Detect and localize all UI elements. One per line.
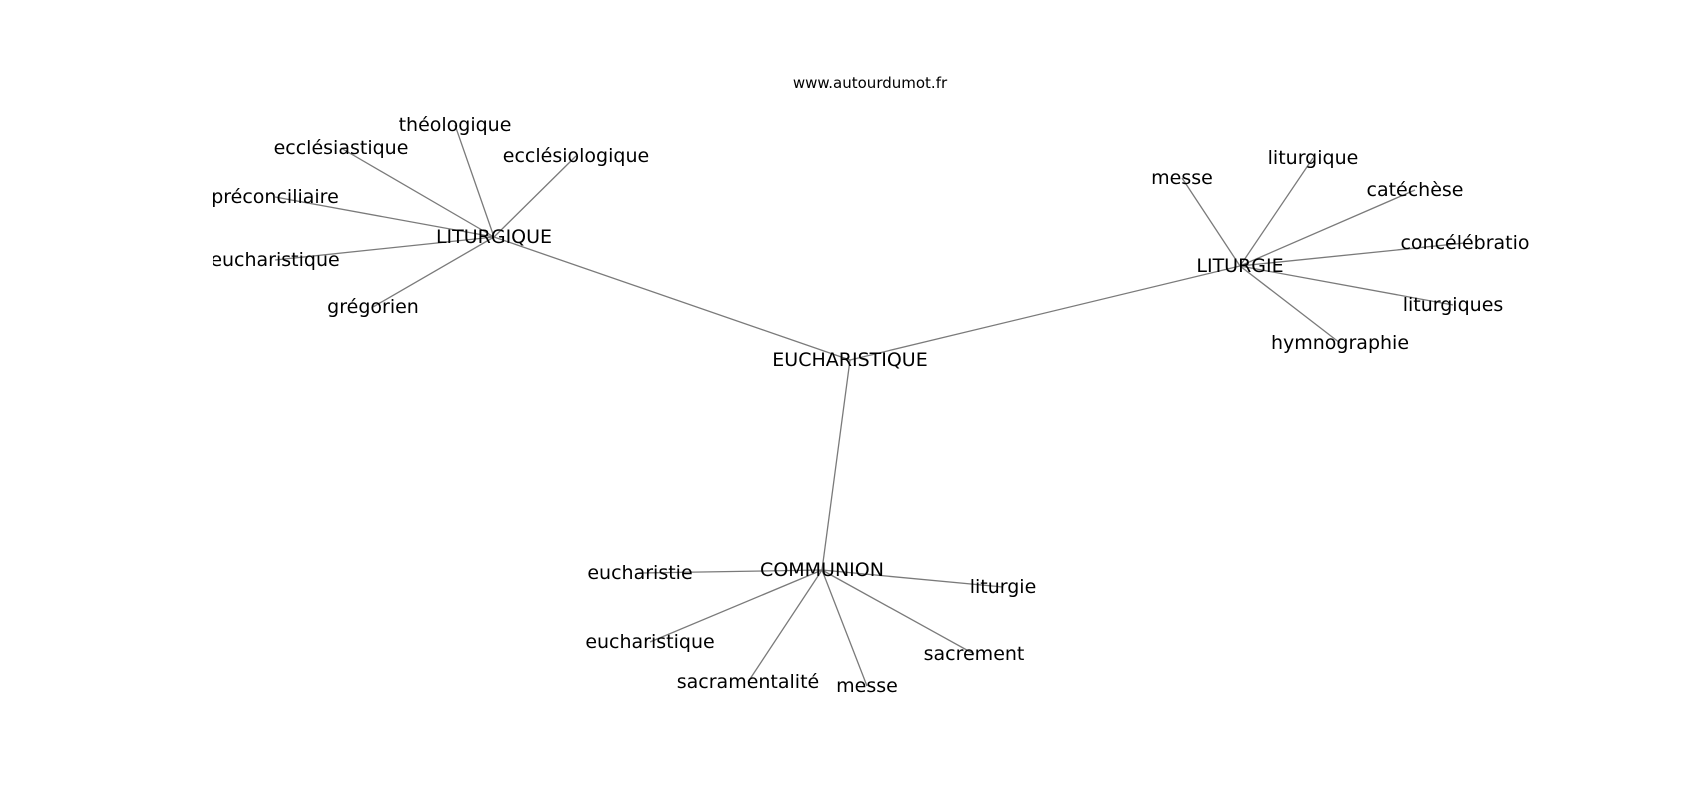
edge-root-to-communion bbox=[821, 359, 851, 571]
node-leaf-communion-sacramentalite: sacramentalité bbox=[677, 671, 819, 693]
node-leaf-communion-eucharistie: eucharistie bbox=[587, 562, 692, 584]
node-leaf-communion-sacrement: sacrement bbox=[924, 643, 1025, 665]
edge-communion-to-eucharistique bbox=[649, 569, 823, 643]
node-leaf-liturgie-liturgiques: liturgiques bbox=[1403, 294, 1504, 316]
node-leaf-liturgie-hymnographie: hymnographie bbox=[1271, 332, 1409, 354]
edge-liturgique-to-ecclesiastique bbox=[340, 147, 495, 238]
node-leaf-liturgie-liturgique: liturgique bbox=[1268, 147, 1359, 169]
edge-liturgie-to-catechese bbox=[1239, 189, 1416, 267]
edge-liturgique-to-preconciliaire bbox=[274, 196, 495, 238]
edges-layer bbox=[274, 124, 1466, 687]
node-hub-liturgique: LITURGIQUE bbox=[436, 226, 552, 248]
node-leaf-communion-eucharistique: eucharistique bbox=[585, 631, 714, 653]
node-leaf-liturgie-concelebratio: concélébratio bbox=[1400, 232, 1529, 254]
edge-liturgique-to-ecclesiologique bbox=[493, 155, 577, 238]
node-leaf-liturgique-ecclesiastique: ecclésiastique bbox=[274, 137, 409, 159]
edge-communion-to-eucharistie bbox=[639, 569, 823, 574]
edge-communion-to-sacrement bbox=[821, 569, 975, 655]
edge-liturgie-to-hymnographie bbox=[1239, 265, 1341, 344]
node-leaf-liturgique-ecclesiologique: ecclésiologique bbox=[503, 145, 649, 167]
edge-communion-to-messe bbox=[821, 569, 868, 687]
edge-liturgique-to-eucharistique bbox=[274, 236, 495, 261]
labels-layer: EUCHARISTIQUELITURGIQUEthéologiqueecclés… bbox=[210, 114, 1530, 697]
node-root-eucharistique: EUCHARISTIQUE bbox=[772, 349, 927, 371]
node-leaf-communion-liturgie: liturgie bbox=[970, 576, 1037, 598]
edge-liturgique-to-gregorien bbox=[372, 236, 495, 308]
edge-communion-to-liturgie bbox=[821, 569, 1004, 588]
node-leaf-liturgique-theologique: théologique bbox=[399, 114, 512, 136]
node-leaf-liturgie-messe: messe bbox=[1151, 167, 1213, 189]
node-leaf-communion-messe: messe bbox=[836, 675, 898, 697]
node-leaf-liturgique-gregorien: grégorien bbox=[327, 296, 419, 318]
node-hub-communion: COMMUNION bbox=[760, 559, 884, 581]
node-leaf-liturgique-eucharistique: eucharistique bbox=[210, 249, 339, 271]
edge-liturgie-to-messe bbox=[1181, 177, 1241, 267]
edge-liturgie-to-liturgique bbox=[1239, 157, 1314, 267]
edge-liturgie-to-concelebratio bbox=[1239, 242, 1466, 267]
edge-root-to-liturgique bbox=[493, 236, 851, 361]
edge-root-to-liturgie bbox=[849, 265, 1241, 361]
node-leaf-liturgie-catechese: catéchèse bbox=[1367, 179, 1464, 201]
site-credit: www.autourdumot.fr bbox=[793, 74, 948, 92]
edge-liturgie-to-liturgiques bbox=[1239, 265, 1454, 306]
node-leaf-liturgique-preconciliaire: préconciliaire bbox=[211, 186, 339, 208]
edge-communion-to-sacramentalite bbox=[747, 569, 823, 683]
edge-liturgique-to-theologique bbox=[454, 124, 495, 238]
node-hub-liturgie: LITURGIE bbox=[1196, 255, 1283, 277]
